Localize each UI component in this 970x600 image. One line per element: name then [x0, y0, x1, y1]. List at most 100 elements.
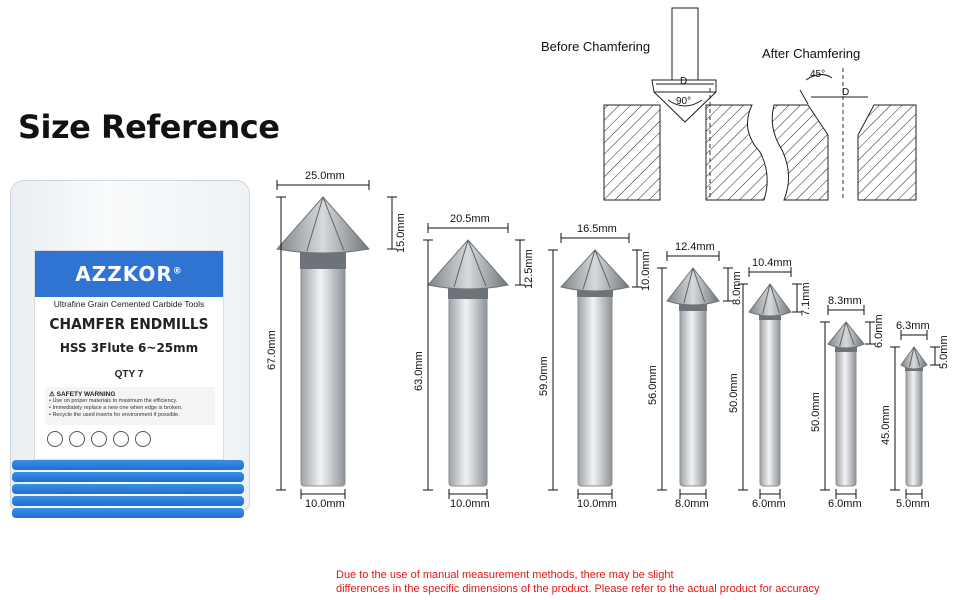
flute-line [453, 239, 469, 288]
tool-icon [135, 431, 151, 447]
warning-line: • Recycle the used inserts for environme… [49, 412, 180, 418]
shank-width-label: 6.0mm [828, 498, 862, 510]
flute-line [594, 249, 611, 289]
warning-title: ⚠ SAFETY WARNING [49, 391, 116, 398]
d-label: D [842, 87, 850, 98]
workpiece-block [603, 104, 661, 201]
shank-width-label: 8.0mm [675, 498, 709, 510]
tool-head-outline [651, 79, 717, 123]
workpiece-block [857, 104, 917, 201]
tray-stripe [12, 496, 244, 506]
length-label: 56.0mm [647, 365, 659, 405]
tool-icon [113, 431, 129, 447]
angle-45-label: 45° [810, 69, 826, 80]
tray-stripe [12, 484, 244, 494]
flute-line [582, 249, 596, 290]
cone-height-label: 7.1mm [800, 282, 812, 316]
cone-height-label: 10.0mm [640, 251, 652, 291]
head-width-label: 16.5mm [577, 223, 617, 235]
length-label: 45.0mm [880, 404, 892, 445]
flute-line [762, 283, 771, 315]
shank-width-label: 6.0mm [752, 498, 786, 510]
disclaimer-line: Due to the use of manual measurement met… [336, 569, 674, 581]
length-label: 59.0mm [538, 356, 550, 396]
head-width-label: 20.5mm [450, 213, 490, 225]
flute-line [908, 346, 915, 368]
after-chamfering-label: After Chamfering [762, 46, 861, 61]
before-chamfering-label: Before Chamfering [541, 39, 651, 54]
tray-stripe [12, 460, 244, 470]
d-label: D [680, 76, 688, 87]
tool-cone [900, 346, 928, 370]
tool-shank [300, 266, 346, 487]
head-width-label: 25.0mm [305, 170, 345, 182]
workpiece-block [771, 104, 829, 201]
tool-cone [666, 267, 720, 306]
flute-line [306, 196, 324, 252]
tool-neck [300, 249, 346, 269]
head-width-label: 12.4mm [675, 241, 715, 253]
length-label: 67.0mm [266, 329, 278, 370]
head-width-label: 10.4mm [752, 257, 792, 269]
length-label: 50.0mm [728, 373, 740, 413]
cone-height-label: 15.0mm [395, 213, 407, 253]
tool-cone [827, 321, 865, 349]
box-product-name: CHAMFER ENDMILLS [49, 315, 209, 333]
box-subtitle: Ultrafine Grain Cemented Carbide Tools [53, 299, 205, 309]
tool-shank [577, 294, 613, 487]
flute-line [467, 239, 487, 287]
shank-width-label: 5.0mm [896, 498, 930, 510]
tool-neck [577, 287, 613, 297]
brand-logo: AZZKOR® [75, 262, 183, 286]
tool-shank [759, 317, 781, 487]
cone-height-label: 8.0mm [731, 271, 743, 305]
tool-cone [560, 249, 630, 292]
cone-height-label: 6.0mm [873, 314, 885, 348]
shank-width-label: 10.0mm [450, 498, 490, 510]
head-width-label: 6.3mm [896, 320, 930, 332]
flute-line [692, 267, 706, 303]
tool-cone [748, 283, 792, 317]
tray-stripe [12, 508, 244, 518]
tool-cone [427, 239, 509, 290]
tool-cone [276, 196, 370, 254]
disclaimer-line: differences in the specific dimensions o… [336, 583, 820, 595]
length-label: 63.0mm [413, 351, 425, 391]
tool-shank [448, 296, 488, 487]
cone-height-label: 5.0mm [938, 335, 950, 369]
cone-height-label: 12.5mm [523, 249, 535, 289]
flute-line [913, 346, 921, 367]
shank-width-label: 10.0mm [577, 498, 617, 510]
page-title: Size Reference [18, 108, 280, 146]
angle-arc [667, 99, 703, 107]
tool-icons [47, 431, 151, 447]
head-width-label: 8.3mm [828, 295, 862, 307]
flute-line [683, 267, 694, 304]
box-qty: QTY 7 [114, 369, 144, 380]
safety-warning: ⚠ SAFETY WARNING • Use on proper materia… [45, 387, 215, 425]
tool-icon [69, 431, 85, 447]
workpiece-block [705, 104, 768, 201]
shank-width-label: 10.0mm [305, 498, 345, 510]
warning-line: • Immediately replace a new one when edg… [49, 405, 183, 411]
flute-line [769, 283, 780, 314]
warning-line: • Use on proper materials to maximum the… [49, 398, 178, 404]
flute-line [839, 321, 847, 347]
tool-icon [91, 431, 107, 447]
flute-line [322, 196, 345, 251]
tool-shank [905, 368, 923, 487]
angle-90-label: 90° [676, 96, 692, 107]
box-spec: HSS 3Flute 6~25mm [59, 341, 199, 355]
flute-line [845, 321, 855, 346]
box-label: AZZKOR® Ultrafine Grain Cemented Carbide… [34, 250, 224, 460]
angle-mark [799, 89, 809, 105]
length-label: 50.0mm [810, 392, 822, 432]
tray-stripe [12, 472, 244, 482]
tool-shank-outline [671, 7, 699, 81]
angle-arc [805, 74, 833, 81]
tool-shank [679, 308, 707, 487]
brand-banner: AZZKOR® [35, 251, 223, 297]
tool-shank [835, 349, 857, 487]
tool-neck [679, 301, 707, 311]
